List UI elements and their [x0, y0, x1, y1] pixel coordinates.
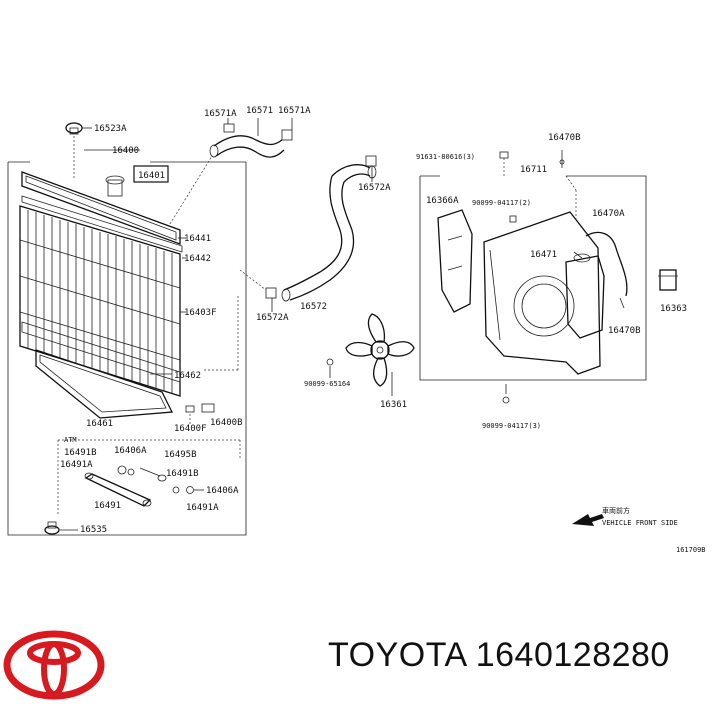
label-16400F: 16400F [174, 424, 207, 434]
label-16361: 16361 [380, 400, 407, 410]
fan-shroud-reservoir [419, 150, 678, 526]
vehicle-front-arrow-icon [572, 514, 604, 526]
label-16491A-top: 16491A [60, 460, 93, 470]
label-16406A-top: 16406A [114, 446, 147, 456]
label-16400B: 16400B [210, 418, 243, 428]
label-16491: 16491 [94, 501, 121, 511]
label-16572A-top: 16572A [358, 183, 391, 193]
label-16571A-left: 16571A [204, 109, 237, 119]
radiator-fins [19, 210, 181, 394]
label-16535: 16535 [80, 525, 107, 535]
label-atm: ATM [64, 436, 77, 444]
atm-oil-cooler-section [44, 439, 241, 535]
radiator-assembly [7, 122, 247, 536]
label-16401: 16401 [138, 171, 165, 181]
label-16571: 16571 [246, 106, 273, 116]
label-16470A: 16470A [592, 209, 625, 219]
hoses-and-fan [169, 118, 415, 396]
label-16363: 16363 [660, 304, 687, 314]
label-16403F: 16403F [184, 308, 217, 318]
label-91631-80616: 91631-80616(3) [416, 153, 475, 161]
label-16400: 16400 [112, 146, 139, 156]
label-16491B: 16491B [64, 448, 97, 458]
label-16406A-bottom: 16406A [206, 486, 239, 496]
brand-name: TOYOTA [328, 636, 466, 674]
label-vehicle-front-en: VEHICLE FRONT SIDE [602, 519, 678, 527]
part-number: 1640128280 [475, 636, 670, 674]
label-16523A: 16523A [94, 124, 127, 134]
label-16461: 16461 [86, 419, 113, 429]
label-90099-04117-3: 90099-04117(3) [482, 422, 541, 430]
label-figure-code: 161709B [676, 546, 706, 554]
label-16571A-right: 16571A [278, 106, 311, 116]
part-labels: 16523A 16400 16401 16571A 16571 16571A 1… [60, 106, 706, 554]
label-16442: 16442 [184, 254, 211, 264]
label-90099-65164: 90099-65164 [304, 380, 350, 388]
label-vehicle-front-jp: 車両前方 [602, 506, 630, 515]
label-16441: 16441 [184, 234, 211, 244]
label-16471: 16471 [530, 250, 557, 260]
label-16491B-2: 16491B [166, 469, 199, 479]
label-16462: 16462 [174, 371, 201, 381]
label-16495B: 16495B [164, 450, 197, 460]
label-16470B-bottom: 16470B [608, 326, 641, 336]
label-16470B-top: 16470B [548, 133, 581, 143]
label-16491A-bottom: 16491A [186, 503, 219, 513]
label-90099-04117-2: 90099-04117(2) [472, 199, 531, 207]
label-16572: 16572 [300, 302, 327, 312]
toyota-logo-icon [3, 630, 105, 700]
label-16711: 16711 [520, 165, 547, 175]
label-16366A: 16366A [426, 196, 459, 206]
footer-brand-part-number: TOYOTA 1640128280 [328, 636, 670, 675]
label-16572A-bottom: 16572A [256, 313, 289, 323]
